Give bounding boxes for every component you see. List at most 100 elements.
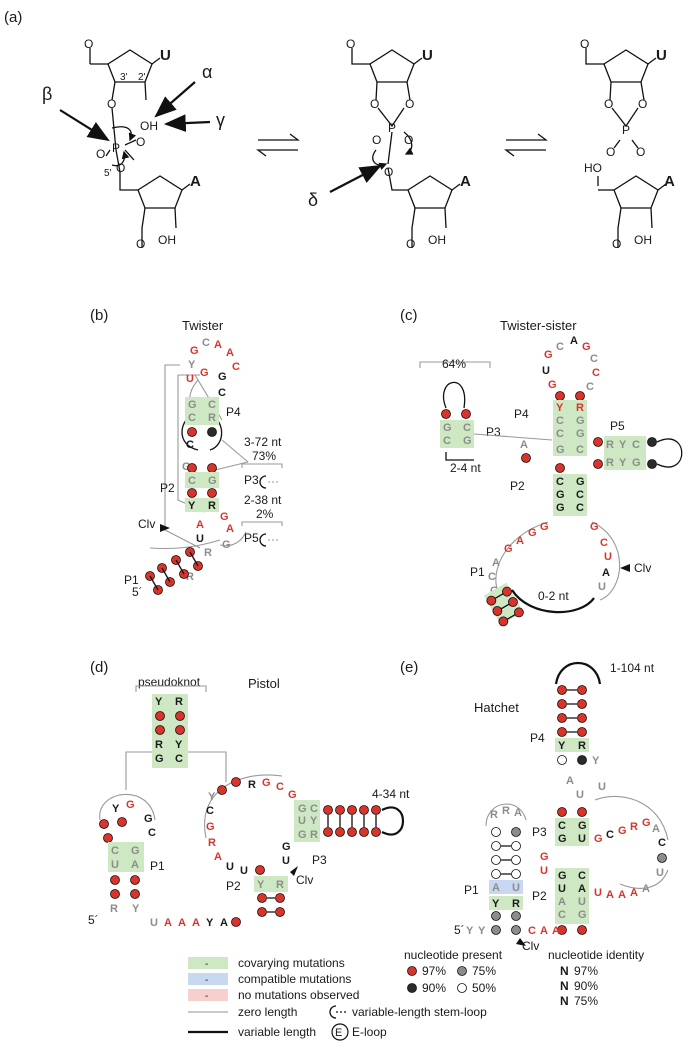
- tw-nt-10: C: [218, 387, 226, 399]
- legend-covarying: covarying mutations: [238, 956, 345, 970]
- ts-nt-3: G: [582, 341, 591, 353]
- ha-p2-f: U: [578, 896, 586, 908]
- tw-nt-g3: G: [222, 539, 231, 551]
- oh-bottom-3: OH: [634, 233, 652, 247]
- legend-pink-swatch: [188, 989, 228, 1001]
- ha-p3-c: G: [558, 833, 567, 845]
- ts-nt-c2: C: [600, 537, 608, 549]
- ha-r-6: A: [652, 823, 660, 835]
- equilibrium-arrows-2: [504, 133, 548, 157]
- o2-2: O: [405, 97, 414, 111]
- pi-b-6: A: [220, 917, 228, 929]
- legend-eloop-icon: [331, 1023, 349, 1041]
- ha-len: 1-104 nt: [610, 661, 655, 675]
- ha-r-9: A: [642, 883, 650, 895]
- pi-pk-e: G: [155, 753, 164, 765]
- prime-3-1: 3': [120, 72, 128, 83]
- legend-id-n1: N: [560, 964, 569, 978]
- ha-b-a2: A: [552, 925, 560, 937]
- o-minus-3: O: [606, 145, 615, 159]
- legend-eloop: E-loop: [352, 1025, 387, 1039]
- ts-p4-d: G: [576, 415, 585, 427]
- ha-clv: Clv: [522, 939, 539, 953]
- o2-3: O: [638, 97, 647, 111]
- legend-zero-length: zero length: [238, 1005, 297, 1019]
- pi-p3-box-a: [294, 800, 320, 842]
- legend-variable-length: variable length: [238, 1025, 316, 1039]
- tw-nt-r2: R: [186, 571, 194, 583]
- ts-p5-f: G: [632, 457, 641, 469]
- pi-c-3: G: [262, 777, 271, 789]
- ha-l-r1: R: [490, 809, 498, 821]
- gamma-label: γ: [216, 110, 225, 130]
- ha-p1-c: Y: [492, 898, 500, 910]
- legend-eloop-letter: E: [335, 1027, 342, 1039]
- ha-p3-b: G: [578, 820, 587, 832]
- ts-len2: 0-2 nt: [538, 589, 569, 603]
- ha-p2-label: P2: [532, 889, 547, 903]
- ha-p4-label: P4: [530, 731, 545, 745]
- pi-p3-a: G: [298, 803, 307, 815]
- legend-pres-50: 50%: [472, 981, 496, 995]
- legend-stemloop-icon: [329, 1005, 337, 1019]
- tw-p4-label: P4: [226, 405, 241, 419]
- ts-p2-e: G: [556, 502, 565, 514]
- ha-p2-d: A: [578, 883, 586, 895]
- ha-p3-a: C: [558, 820, 566, 832]
- legend-id-v2: 90%: [574, 979, 598, 993]
- base-a-2: A: [460, 173, 471, 190]
- base-a-1: A: [190, 173, 201, 190]
- ha-p4-dots: [557, 685, 587, 737]
- tw-p2-label: P2: [160, 481, 175, 495]
- tw-nt-a1: A: [196, 519, 204, 531]
- ha-5-y2: Y: [478, 925, 486, 937]
- ts-nt-5: C: [590, 353, 598, 365]
- ha-p3-box: [555, 818, 589, 846]
- base-a-3: A: [664, 173, 675, 190]
- tw-nt-g2: G: [220, 511, 229, 523]
- ts-p3-a: G: [443, 422, 452, 434]
- tw-nt-3: C: [202, 337, 210, 349]
- panel-e-label: (e): [400, 659, 418, 676]
- tw-p1-dots: [145, 547, 203, 595]
- ts-p1-label: P1: [470, 565, 485, 579]
- pi-p1-d: A: [131, 859, 139, 871]
- base-u-3: U: [656, 47, 667, 64]
- pi-pk-f: C: [175, 753, 183, 765]
- tw-nt-4: A: [214, 339, 222, 351]
- ts-p3-c: C: [443, 435, 451, 447]
- ha-p2-e: A: [558, 896, 566, 908]
- tw-dot-6: [207, 488, 217, 498]
- ha-r-10: A: [630, 887, 638, 899]
- ts-nt-c4: A: [602, 567, 610, 579]
- svg-text:-: -: [205, 959, 208, 970]
- pi-c-9: A: [214, 851, 222, 863]
- legend-compatible: compatible mutations: [238, 972, 351, 986]
- pi-b-1: U: [150, 917, 158, 929]
- o5-1: O: [116, 161, 125, 175]
- ts-p2-c: G: [556, 489, 565, 501]
- o-minus-2: O: [372, 133, 381, 147]
- ts-p4-a: Y: [556, 402, 564, 414]
- ha-p1-blue: [489, 880, 523, 894]
- ts-p4-c: C: [556, 415, 564, 427]
- pi-nt-2: G: [126, 799, 135, 811]
- pi-pk-a: Y: [155, 696, 163, 708]
- legend: - covarying mutations - compatible mutat…: [188, 948, 644, 1041]
- panel-a: (a) U A 3' 2' 5': [4, 9, 675, 251]
- o-bottom-1: O: [136, 237, 145, 251]
- pi-pk-d: Y: [175, 739, 183, 751]
- ts-p5-a: R: [606, 439, 614, 451]
- pi-p2-b: R: [276, 879, 284, 891]
- o-eq-3: O: [636, 145, 645, 159]
- pi-p3-label: P3: [312, 853, 327, 867]
- molecule-1: U A 3' 2' 5' O OH P O O O OH O O β α γ: [42, 37, 225, 251]
- ha-p2-box: [555, 868, 589, 924]
- ha-clv-arrow: [516, 938, 526, 946]
- pi-p1-c: U: [111, 859, 119, 871]
- ts-p5-c: C: [632, 439, 640, 451]
- ha-5prime: 5´: [454, 923, 465, 937]
- pi-p1-b: G: [131, 845, 140, 857]
- p-3: P: [622, 123, 630, 137]
- pi-c-5: G: [288, 789, 297, 801]
